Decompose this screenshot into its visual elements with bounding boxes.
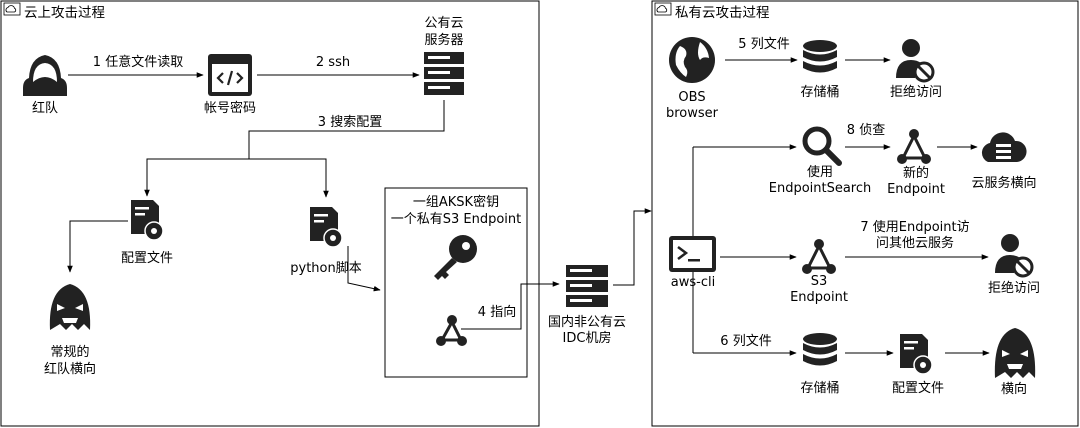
aksk-container [384, 187, 528, 378]
user-blocked-icon [995, 234, 1034, 278]
key-icon [434, 235, 477, 280]
edge-config-to-lateral [67, 220, 128, 273]
cloud-service-lateral-label: 云服务横向 [971, 175, 1036, 191]
aws-cli-label: aws-cli [671, 275, 715, 290]
database-icon [803, 40, 837, 73]
idc-server-icon [566, 265, 608, 307]
obs-browser-label-2: browser [666, 106, 719, 121]
left-panel-title: 云上攻击过程 [24, 5, 105, 21]
edge-1-label: 1 任意文件读取 [93, 54, 183, 70]
edge-8-label: 8 侦查 [847, 123, 885, 138]
aksk-label-2: 一个私有S3 Endpoint [391, 212, 522, 227]
obs-browser-label-1: OBS [678, 90, 705, 105]
s3-endpoint-label-1: S3 [811, 274, 828, 289]
lateral-red-team-label-1: 常规的 [50, 344, 89, 360]
endpoint-icon-aksk [436, 315, 467, 346]
endpoint-search-label-1: 使用 [807, 164, 833, 180]
idc-label-2: IDC机房 [563, 330, 612, 346]
user-blocked-icon [896, 39, 935, 83]
account-password-label: 帐号密码 [204, 100, 256, 116]
lateral-label: 横向 [1001, 381, 1027, 397]
aksk-label-1: 一组AKSK密钥 [413, 194, 499, 210]
edges [67, 57, 990, 356]
config-file-icon [900, 334, 933, 375]
edge-6-label: 6 列文件 [720, 334, 771, 349]
ghost-hacker-icon [994, 328, 1036, 378]
cloud-server-icon [981, 132, 1027, 162]
public-cloud-server-label-1: 公有云 [424, 16, 463, 31]
right-panel-cloud-icon [654, 2, 672, 16]
database-icon [803, 333, 837, 366]
hacker-icon [23, 55, 67, 96]
config-file-right-label: 配置文件 [892, 381, 944, 396]
edge-python-to-aksk [347, 246, 381, 292]
idc-label-1: 国内非公有云 [548, 314, 626, 330]
deny-access-1-label: 拒绝访问 [890, 84, 942, 100]
edge-4-label: 4 指向 [478, 304, 516, 320]
config-file-left-label: 配置文件 [121, 251, 173, 266]
code-window-icon [208, 54, 252, 96]
edge-3-trunk [248, 100, 445, 159]
server-icon [424, 52, 464, 95]
edge-7-label-line2: 问其他云服务 [876, 235, 954, 251]
new-endpoint-label-1: 新的 [903, 165, 929, 181]
terminal-icon [669, 236, 716, 272]
endpoint-icon-new [897, 129, 931, 164]
edge-5-label: 5 列文件 [738, 37, 789, 52]
globe-icon [669, 37, 715, 83]
public-cloud-server-label-2: 服务器 [424, 32, 463, 48]
python-script-label: python脚本 [290, 260, 361, 276]
lateral-red-team-label-2: 红队横向 [44, 361, 96, 377]
config-file-icon [131, 200, 164, 241]
new-endpoint-label-2: Endpoint [887, 182, 945, 197]
bucket-1-label: 存储桶 [800, 85, 839, 100]
ghost-hacker-icon [49, 284, 91, 330]
bucket-2-label: 存储桶 [800, 381, 839, 396]
edge-4-line [461, 281, 560, 330]
endpoint-search-label-2: EndpointSearch [769, 181, 872, 196]
edge-3-label: 3 搜索配置 [318, 115, 382, 130]
deny-access-2-label: 拒绝访问 [988, 280, 1040, 296]
edge-7-label-line1: 7 使用Endpoint访 [860, 219, 969, 235]
s3-endpoint-label-2: Endpoint [790, 290, 848, 305]
edge-2-label: 2 ssh [316, 55, 350, 70]
right-panel-title: 私有云攻击过程 [675, 5, 770, 21]
left-panel-cloud-icon [3, 2, 21, 16]
script-file-icon [310, 207, 343, 248]
magnifier-icon [802, 126, 842, 166]
red-team-label: 红队 [32, 100, 58, 116]
endpoint-icon-s3 [802, 239, 836, 274]
edge-idc-to-right-panel [613, 208, 652, 286]
